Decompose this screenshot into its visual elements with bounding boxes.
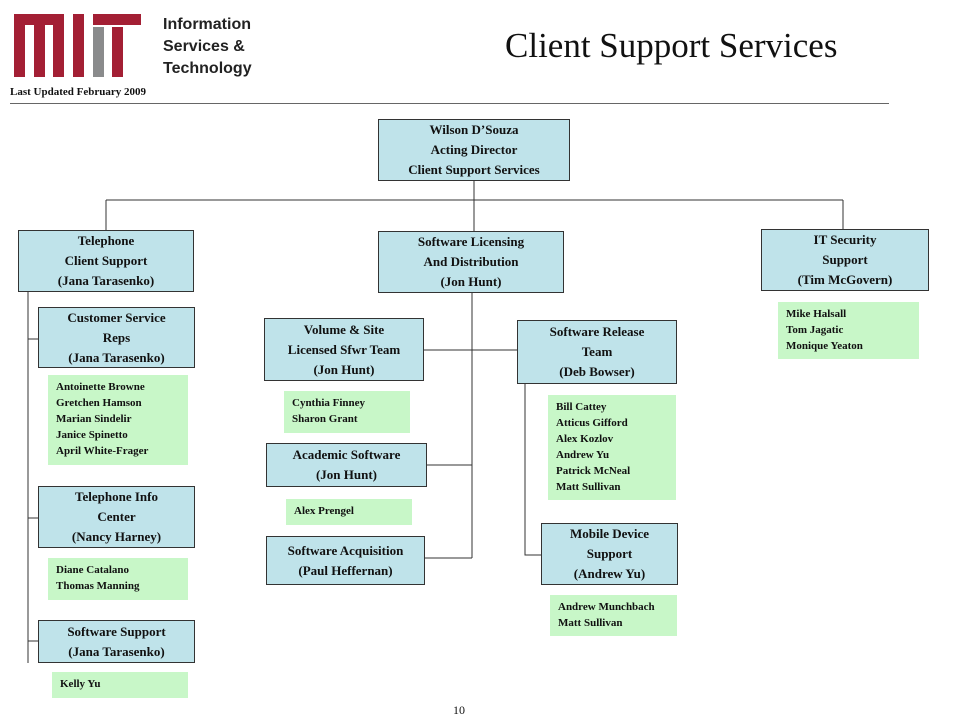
- connector: [27, 292, 38, 663]
- mobile-device-support-box: Mobile Device Support (Andrew Yu): [541, 523, 678, 585]
- member-name: Alex Prengel: [294, 505, 354, 517]
- member-name: Tom Jagatic: [786, 324, 844, 336]
- software-support-box: Software Support (Jana Tarasenko): [38, 620, 195, 663]
- connector: [524, 384, 541, 556]
- member-name: Gretchen Hamson: [56, 397, 142, 409]
- member-name: Atticus Gifford: [556, 417, 628, 429]
- box-line: Client Support Services: [408, 162, 540, 177]
- connector: [424, 293, 517, 559]
- box-line: IT Security: [813, 232, 877, 247]
- box-line: (Deb Bowser): [559, 364, 635, 379]
- member-name: Mike Halsall: [786, 308, 847, 320]
- box-line: (Jon Hunt): [313, 361, 375, 377]
- member-name: Bill Cattey: [556, 401, 607, 413]
- member-name: Cynthia Finney: [292, 397, 366, 409]
- box-line: Reps: [102, 329, 131, 345]
- customer-service-members: Antoinette Browne Gretchen Hamson Marian…: [48, 375, 188, 465]
- box-line: Wilson D’Souza: [429, 122, 519, 137]
- box-line: Support: [586, 546, 633, 561]
- department-line: Information: [163, 16, 251, 33]
- department-name: Information Services & Technology: [163, 14, 252, 80]
- software-release-members: Bill Cattey Atticus Gifford Alex Kozlov …: [548, 395, 676, 500]
- box-line: Team: [581, 344, 613, 359]
- box-line: Software Acquisition: [287, 542, 404, 558]
- member-name: Alex Kozlov: [556, 433, 614, 445]
- logo-bar: [93, 14, 141, 25]
- box-line: (Paul Heffernan): [298, 562, 393, 578]
- member-name: Antoinette Browne: [56, 381, 145, 393]
- box-line: (Andrew Yu): [573, 566, 646, 581]
- box-line: Mobile Device: [569, 526, 650, 541]
- connector: [105, 181, 844, 231]
- box-line: Support: [822, 252, 868, 267]
- box-line: Licensed Sfwr Team: [287, 341, 401, 357]
- member-name: Marian Sindelir: [56, 413, 132, 425]
- software-acquisition-box: Software Acquisition (Paul Heffernan): [266, 536, 425, 585]
- box-line: Center: [97, 509, 136, 524]
- software-support-members: Kelly Yu: [52, 672, 188, 698]
- it-security-members: Mike Halsall Tom Jagatic Monique Yeaton: [778, 302, 919, 359]
- academic-software-members: Alex Prengel: [286, 499, 412, 525]
- department-line: Technology: [163, 60, 252, 77]
- logo-bar: [73, 14, 84, 77]
- member-name: Andrew Munchbach: [558, 601, 655, 613]
- logo-bar: [34, 14, 45, 77]
- member-name: Patrick McNeal: [556, 465, 631, 477]
- mobile-device-members: Andrew Munchbach Matt Sullivan: [550, 595, 677, 636]
- box-line: And Distribution: [423, 254, 519, 269]
- box-line: (Jon Hunt): [440, 274, 502, 289]
- software-release-team-box: Software Release Team (Deb Bowser): [517, 320, 677, 384]
- member-name: Diane Catalano: [56, 564, 130, 576]
- member-name: Monique Yeaton: [786, 340, 863, 352]
- customer-service-reps-box: Customer Service Reps (Jana Tarasenko): [38, 307, 195, 368]
- box-line: Software Release: [549, 324, 645, 339]
- page-number: 10: [453, 703, 465, 717]
- department-line: Services &: [163, 38, 245, 55]
- logo-bar: [112, 27, 123, 77]
- box-line: Client Support: [64, 253, 148, 268]
- member-name: Janice Spinetto: [56, 429, 128, 441]
- box-line: (Tim McGovern): [797, 272, 893, 287]
- software-licensing-box: Software Licensing And Distribution (Jon…: [378, 231, 564, 293]
- header-divider: [10, 103, 889, 104]
- it-security-support-box: IT Security Support (Tim McGovern): [761, 229, 929, 291]
- telephone-info-members: Diane Catalano Thomas Manning: [48, 558, 188, 600]
- box-line: (Jon Hunt): [315, 467, 378, 482]
- volume-site-members: Cynthia Finney Sharon Grant: [284, 391, 410, 433]
- box-line: (Nancy Harney): [71, 529, 162, 544]
- academic-software-box: Academic Software (Jon Hunt): [266, 443, 427, 487]
- box-line: Software Support: [67, 623, 166, 639]
- box-line: (Jana Tarasenko): [68, 643, 165, 659]
- box-line: (Jana Tarasenko): [68, 349, 165, 365]
- logo-bar: [53, 14, 64, 77]
- member-name: Andrew Yu: [556, 449, 610, 461]
- box-line: (Jana Tarasenko): [57, 273, 155, 288]
- box-line: Volume & Site: [303, 321, 385, 337]
- box-line: Telephone Info: [75, 489, 158, 504]
- member-name: Kelly Yu: [60, 678, 101, 690]
- telephone-client-support-box: Telephone Client Support (Jana Tarasenko…: [18, 230, 194, 292]
- member-name: Thomas Manning: [56, 580, 140, 592]
- last-updated: Last Updated February 2009: [10, 86, 146, 98]
- telephone-info-center-box: Telephone Info Center (Nancy Harney): [38, 486, 195, 548]
- member-name: Sharon Grant: [292, 413, 358, 425]
- volume-site-team-box: Volume & Site Licensed Sfwr Team (Jon Hu…: [264, 318, 424, 381]
- box-line: Telephone: [77, 233, 135, 248]
- page-title: Client Support Services: [505, 26, 838, 65]
- box-line: Customer Service: [67, 309, 166, 325]
- box-line: Software Licensing: [417, 234, 525, 249]
- box-line: Academic Software: [292, 447, 401, 462]
- director-box: Wilson D’Souza Acting Director Client Su…: [378, 119, 570, 181]
- member-name: Matt Sullivan: [556, 481, 621, 493]
- box-line: Acting Director: [430, 142, 518, 157]
- member-name: April White-Frager: [56, 445, 149, 457]
- logo-bar: [93, 27, 104, 77]
- logo-bar: [14, 14, 25, 77]
- member-name: Matt Sullivan: [558, 617, 623, 629]
